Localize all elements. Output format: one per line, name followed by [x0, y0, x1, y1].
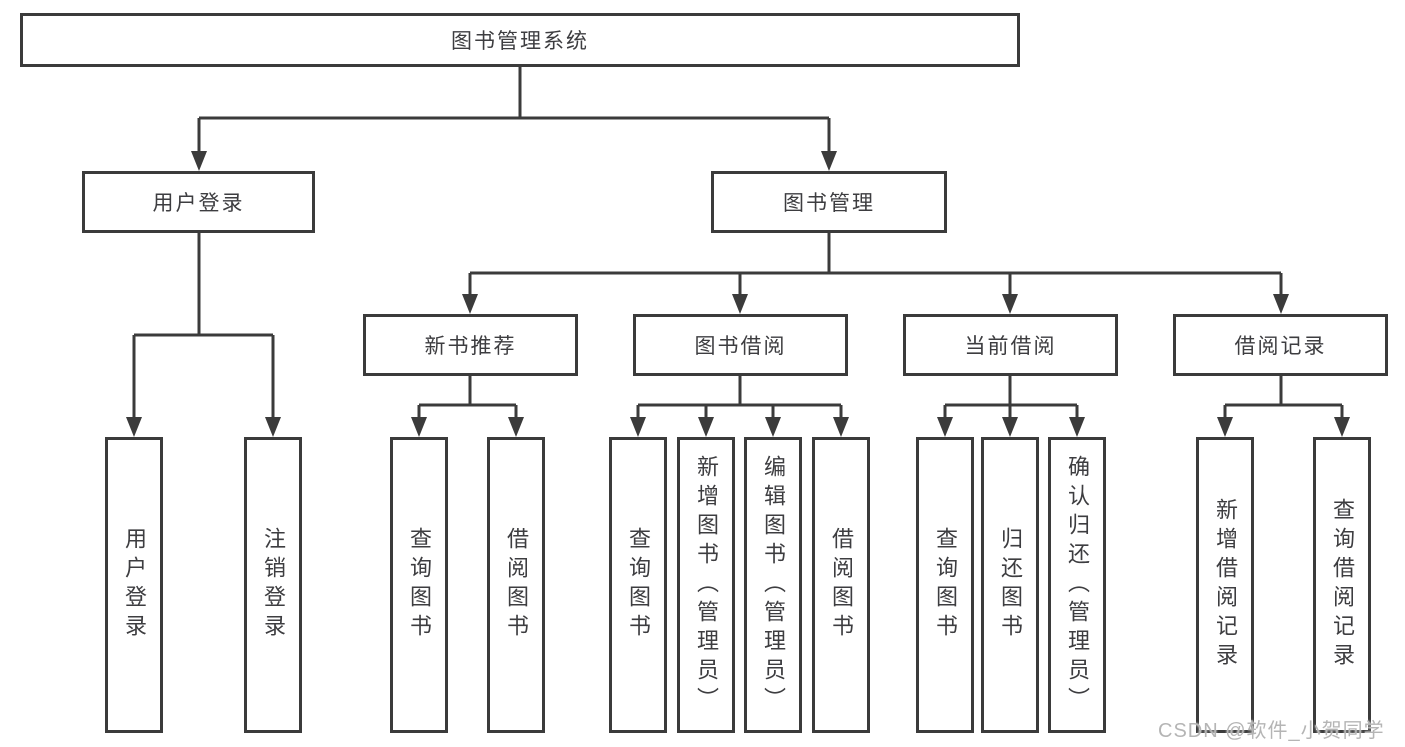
node-query-books: 查询图书 — [916, 437, 974, 733]
csdn-watermark: CSDN @软件_小贺同学 — [1158, 720, 1385, 742]
leaf-label: 归还图书 — [998, 527, 1023, 643]
node-edit-book-admin: 编辑图书（管理员） — [744, 437, 802, 733]
arrowheads — [126, 151, 1350, 437]
node-query-borrow-record: 查询借阅记录 — [1313, 437, 1371, 733]
node-query-books: 查询图书 — [609, 437, 667, 733]
leaf-label: 查询图书 — [407, 527, 432, 643]
leaf-label: 新增借阅记录 — [1213, 498, 1238, 672]
node-add-book-admin: 新增图书（管理员） — [677, 437, 735, 733]
node-current-borrowing: 当前借阅 — [903, 314, 1118, 376]
node-logout-leaf: 注销登录 — [244, 437, 302, 733]
node-borrow-books: 借阅图书 — [487, 437, 545, 733]
leaf-label: 用户登录 — [122, 527, 147, 643]
node-borrow-books: 借阅图书 — [812, 437, 870, 733]
leaf-label: 查询借阅记录 — [1330, 498, 1355, 672]
edge-lines — [132, 67, 1344, 419]
node-borrowing-records: 借阅记录 — [1173, 314, 1388, 376]
node-query-books: 查询图书 — [390, 437, 448, 733]
node-user-login: 用户登录 — [82, 171, 315, 233]
node-book-borrowing: 图书借阅 — [633, 314, 848, 376]
leaf-label: 确认归还（管理员） — [1065, 454, 1090, 716]
leaf-label: 查询图书 — [933, 527, 958, 643]
node-new-book-recommend: 新书推荐 — [363, 314, 578, 376]
leaf-label: 编辑图书（管理员） — [761, 454, 786, 716]
node-root-system: 图书管理系统 — [20, 13, 1020, 67]
leaf-label: 借阅图书 — [829, 527, 854, 643]
node-return-book: 归还图书 — [981, 437, 1039, 733]
node-user-login-leaf: 用户登录 — [105, 437, 163, 733]
node-book-management: 图书管理 — [711, 171, 947, 233]
node-confirm-return-admin: 确认归还（管理员） — [1048, 437, 1106, 733]
leaf-label: 新增图书（管理员） — [694, 454, 719, 716]
leaf-label: 借阅图书 — [504, 527, 529, 643]
leaf-label: 查询图书 — [626, 527, 651, 643]
node-add-borrow-record: 新增借阅记录 — [1196, 437, 1254, 733]
leaf-label: 注销登录 — [261, 527, 286, 643]
